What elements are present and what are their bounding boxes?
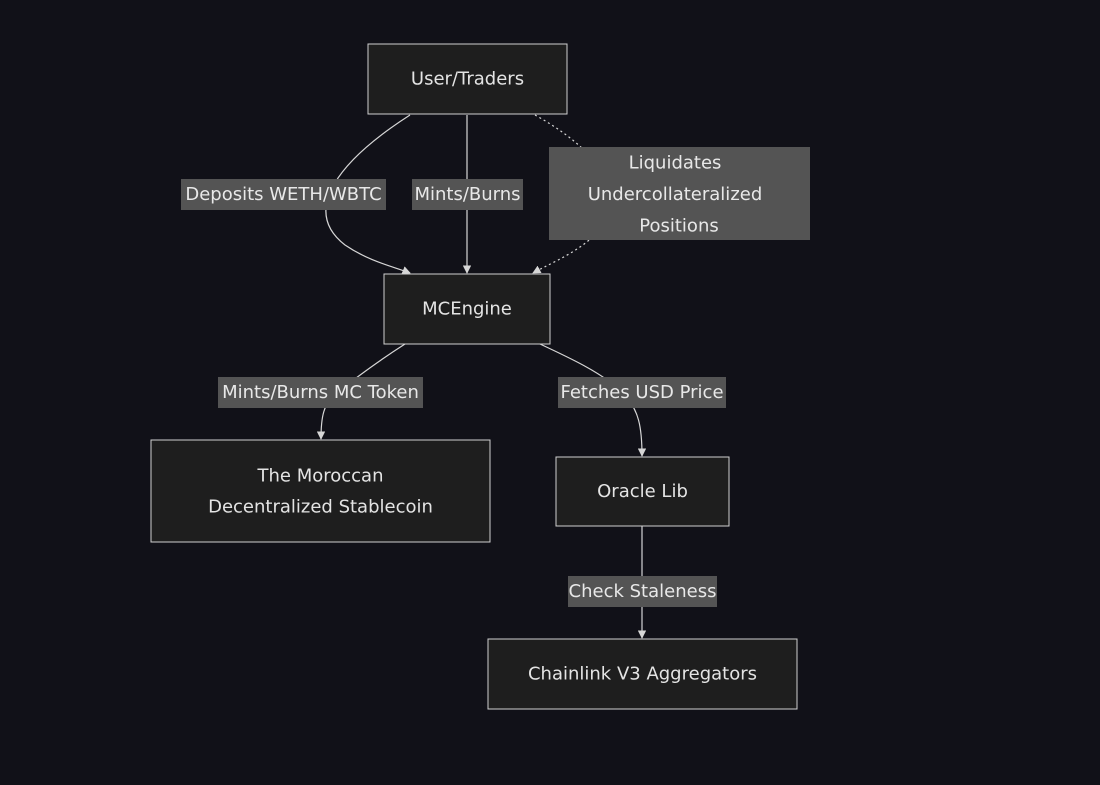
node-chainlink: Chainlink V3 Aggregators	[487, 638, 798, 710]
label-deposits: Deposits WETH/WBTC	[181, 179, 386, 210]
label-mints-burns-token-text: Mints/Burns MC Token	[222, 382, 419, 403]
node-stablecoin-line-2: Decentralized Stablecoin	[208, 497, 433, 518]
label-mints-burns-text: Mints/Burns	[414, 184, 520, 205]
label-fetches-price-text: Fetches USD Price	[560, 382, 723, 403]
node-oracle-lib: Oracle Lib	[555, 456, 730, 527]
label-liquidates-line-2: Undercollateralized	[588, 184, 763, 205]
edge-deposits	[325, 114, 411, 275]
label-mints-burns: Mints/Burns	[412, 179, 523, 210]
label-deposits-text: Deposits WETH/WBTC	[185, 184, 381, 205]
node-user-traders: User/Traders	[367, 43, 568, 115]
label-liquidates-line-1: Liquidates	[629, 153, 722, 174]
node-oracle-lib-label: Oracle Lib	[597, 481, 688, 502]
label-check-staleness-text: Check Staleness	[569, 581, 717, 602]
node-chainlink-label: Chainlink V3 Aggregators	[528, 664, 757, 685]
label-liquidates: Liquidates Undercollateralized Positions	[549, 147, 810, 240]
node-mcengine-label: MCEngine	[422, 299, 512, 320]
label-liquidates-line-3: Positions	[639, 216, 718, 237]
node-stablecoin: The Moroccan Decentralized Stablecoin	[150, 439, 491, 543]
label-check-staleness: Check Staleness	[568, 576, 717, 607]
label-fetches-price: Fetches USD Price	[558, 377, 726, 408]
node-mcengine: MCEngine	[383, 273, 551, 345]
label-mints-burns-token: Mints/Burns MC Token	[218, 377, 423, 408]
node-user-traders-label: User/Traders	[411, 69, 524, 90]
node-stablecoin-line-1: The Moroccan	[257, 466, 384, 487]
